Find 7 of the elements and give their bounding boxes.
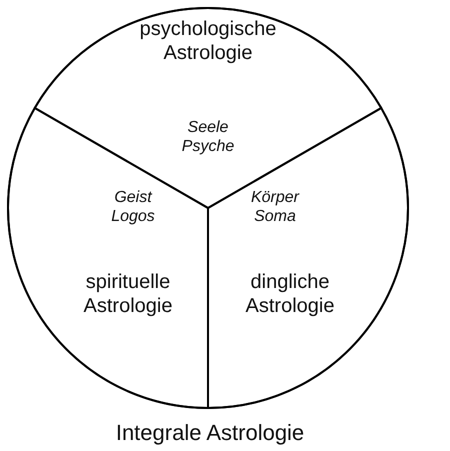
segment-title: dingliche Astrologie [244,270,336,318]
keyword-label: Geist Logos [110,188,156,226]
segment-title: psychologische Astrologie [138,17,278,65]
segment-title: spirituelle Astrologie [82,270,174,318]
keyword-label: Seele Psyche [180,118,236,156]
keyword-label: Körper Soma [250,188,300,226]
segment-title: Integrale Astrologie [114,420,306,446]
